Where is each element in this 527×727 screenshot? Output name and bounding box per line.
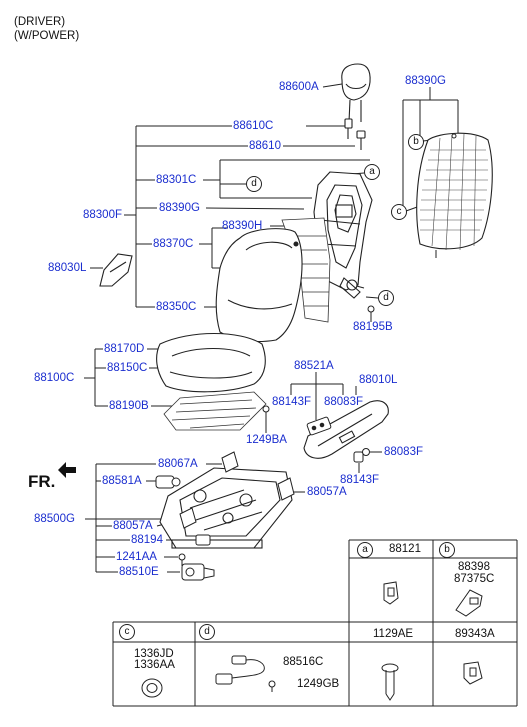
header-driver: (DRIVER) [14, 16, 66, 28]
part-88190B[interactable]: 88190B [109, 400, 149, 412]
header-power: (W/POWER) [14, 30, 80, 42]
part-88170D[interactable]: 88170D [104, 343, 145, 355]
part-88301C[interactable]: 88301C [156, 174, 197, 186]
part-88600A[interactable]: 88600A [279, 81, 319, 93]
part-88067A[interactable]: 88067A [158, 458, 198, 470]
part-88030L[interactable]: 88030L [48, 262, 87, 274]
table-part-88121[interactable]: 88121 [389, 543, 421, 555]
table-part-1336AA[interactable]: 1336AA [134, 659, 175, 671]
part-1241AA[interactable]: 1241AA [116, 551, 157, 563]
table-header-a: a [357, 542, 373, 558]
callout-a: a [364, 164, 380, 180]
part-88083F-lower[interactable]: 88083F [384, 446, 424, 458]
table-part-1336JD[interactable]: 1336JD [134, 648, 174, 660]
front-orientation-label: FR. [28, 472, 56, 491]
part-88581A[interactable]: 88581A [102, 475, 142, 487]
table-header-c: c [119, 624, 135, 640]
table-part-88398[interactable]: 88398 [458, 561, 490, 573]
part-88390H[interactable]: 88390H [222, 220, 263, 232]
part-88195B[interactable]: 88195B [353, 321, 393, 333]
part-88010L[interactable]: 88010L [359, 374, 398, 386]
table-part-87375C[interactable]: 87375C [454, 573, 495, 585]
table-part-89343A[interactable]: 89343A [455, 628, 495, 640]
table-header-d: d [199, 624, 215, 640]
callout-d-lower: d [378, 290, 394, 306]
part-88610C[interactable]: 88610C [233, 120, 274, 132]
part-88390G[interactable]: 88390G [159, 202, 200, 214]
callout-c: c [391, 204, 407, 220]
part-88194[interactable]: 88194 [131, 534, 163, 546]
part-88100C[interactable]: 88100C [34, 372, 75, 384]
part-88143F-lower[interactable]: 88143F [340, 474, 380, 486]
table-part-1249GB[interactable]: 1249GB [297, 678, 340, 690]
table-part-88516C[interactable]: 88516C [283, 656, 324, 668]
part-88083F-upper[interactable]: 88083F [324, 396, 364, 408]
part-88390G-rear[interactable]: 88390G [405, 75, 446, 87]
part-88610[interactable]: 88610 [249, 140, 281, 152]
part-88057A-left[interactable]: 88057A [113, 520, 153, 532]
part-88521A[interactable]: 88521A [294, 360, 334, 372]
part-88510E[interactable]: 88510E [119, 566, 159, 578]
table-header-b: b [439, 542, 455, 558]
part-1249BA[interactable]: 1249BA [246, 434, 287, 446]
part-88057A-right[interactable]: 88057A [307, 486, 347, 498]
table-part-1129AE[interactable]: 1129AE [373, 628, 414, 640]
callout-b: b [408, 134, 424, 150]
part-88350C[interactable]: 88350C [156, 301, 197, 313]
part-88143F-upper[interactable]: 88143F [272, 396, 312, 408]
part-88150C[interactable]: 88150C [107, 362, 148, 374]
part-88500G[interactable]: 88500G [34, 513, 75, 525]
callout-d-upper: d [246, 176, 262, 192]
part-88370C[interactable]: 88370C [153, 238, 194, 250]
part-88300F[interactable]: 88300F [83, 209, 123, 221]
